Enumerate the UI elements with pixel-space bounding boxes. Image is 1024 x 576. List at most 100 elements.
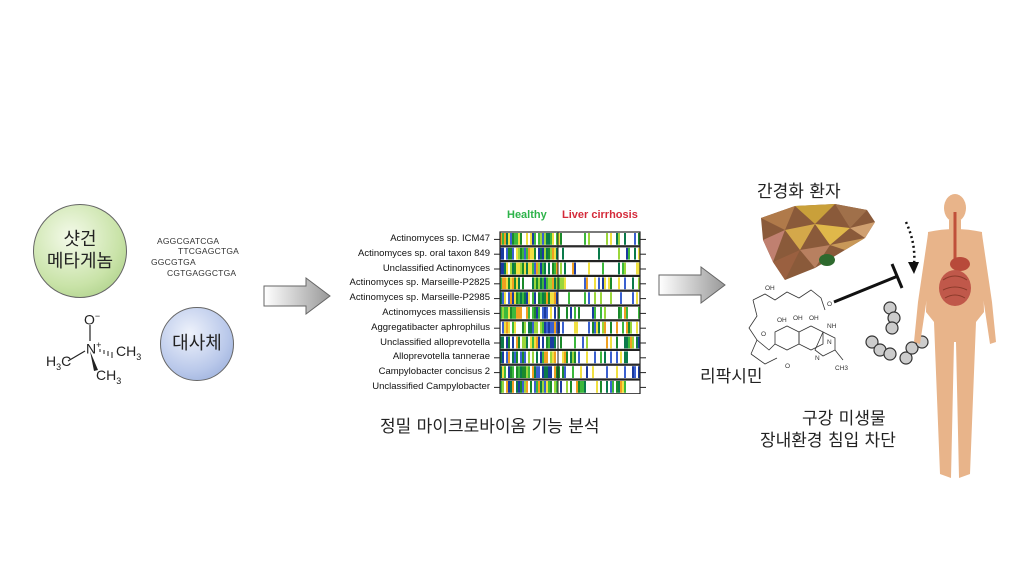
heatmap-cell xyxy=(638,262,640,275)
heatmap-cell xyxy=(546,366,548,378)
heatmap-cell xyxy=(524,366,526,378)
heatmap-cell xyxy=(622,381,624,393)
heatmap-cell xyxy=(520,292,522,304)
heatmap-cell xyxy=(586,336,588,349)
heatmap-row xyxy=(494,246,646,262)
heatmap-cell xyxy=(636,262,638,275)
heatmap-cell xyxy=(546,247,548,260)
heatmap-row-border xyxy=(499,349,641,365)
heatmap-cell xyxy=(544,292,546,304)
heatmap-cell xyxy=(506,233,508,245)
heatmap-cell xyxy=(508,351,510,364)
heatmap-cell xyxy=(510,262,512,275)
heatmap-cell xyxy=(516,336,518,349)
heatmap-cell xyxy=(544,307,546,319)
heatmap-cell xyxy=(528,247,530,260)
heatmap-cell xyxy=(554,262,556,275)
dna-sequence: GGCGTGA xyxy=(151,257,196,267)
heatmap-cell xyxy=(618,277,620,290)
heatmap-cell xyxy=(544,247,546,260)
heatmap-cell xyxy=(520,247,522,260)
heatmap-cell xyxy=(538,366,540,378)
heatmap-cell xyxy=(500,307,502,319)
heatmap-cell xyxy=(508,381,510,393)
heatmap-cell xyxy=(548,321,550,334)
heatmap-cell xyxy=(500,262,502,275)
heatmap-cell xyxy=(502,321,504,334)
heatmap-cell xyxy=(604,321,606,334)
heatmap-cell xyxy=(636,292,638,304)
heatmap-row-border xyxy=(499,246,641,262)
heatmap-cell xyxy=(512,292,514,304)
heatmap-cell xyxy=(536,307,538,319)
positive-charge: + xyxy=(96,340,102,350)
heatmap-row-border xyxy=(499,305,641,321)
heatmap-cell xyxy=(600,307,602,319)
heatmap-cell xyxy=(502,247,504,260)
heatmap-cell xyxy=(518,336,520,349)
shotgun-label-line2: 메타게놈 xyxy=(46,251,114,272)
heatmap-row-label: Unclassified Actinomyces xyxy=(382,262,490,274)
heatmap-cell xyxy=(522,381,524,393)
negative-charge: − xyxy=(94,311,101,321)
heatmap-cell xyxy=(540,351,542,364)
heatmap-cell xyxy=(546,351,548,364)
heatmap-cell xyxy=(500,233,502,245)
atom-label: N xyxy=(827,339,832,346)
ch3-group: CH xyxy=(96,367,117,383)
heatmap-cell xyxy=(532,233,534,245)
heatmap-cell xyxy=(532,321,534,334)
shotgun-label-line1: 샷건 xyxy=(63,229,97,250)
heatmap-cell xyxy=(556,292,558,304)
heatmap-cell xyxy=(512,247,514,260)
heatmap-cell xyxy=(506,277,508,290)
heatmap-cell xyxy=(500,277,502,290)
heatmap-cell xyxy=(554,247,556,260)
heatmap-cell xyxy=(500,381,502,393)
atom-label: OH xyxy=(809,315,819,322)
heatmap-cell xyxy=(572,262,574,275)
heatmap-cell xyxy=(534,262,536,275)
heatmap-cell xyxy=(576,381,578,393)
heatmap-cell xyxy=(624,381,626,393)
heatmap-cell xyxy=(508,307,510,319)
heatmap-cell xyxy=(522,366,524,378)
heatmap-cell xyxy=(556,366,558,378)
heatmap-cell xyxy=(514,233,516,245)
heatmap-cell xyxy=(562,351,564,364)
heatmap-cell xyxy=(606,366,608,378)
heatmap-cell xyxy=(574,321,576,334)
heatmap-cell xyxy=(534,292,536,304)
heatmap-cell xyxy=(560,277,562,290)
heatmap-cell xyxy=(542,292,544,304)
heatmap-cell xyxy=(522,247,524,260)
subscript: 3 xyxy=(136,351,142,362)
heatmap-cell xyxy=(552,351,554,364)
heatmap-cell xyxy=(600,351,602,364)
heatmap-cell xyxy=(556,277,558,290)
heatmap-cell xyxy=(540,292,542,304)
heatmap-cell xyxy=(610,321,612,334)
heatmap-cell xyxy=(554,307,556,319)
heatmap-cell xyxy=(604,351,606,364)
heatmap-cell xyxy=(638,247,640,260)
heatmap-cell xyxy=(552,233,554,245)
heatmap-cell xyxy=(530,247,532,260)
heatmap-cell xyxy=(520,262,522,275)
heatmap-cell xyxy=(548,233,550,245)
heatmap-cell xyxy=(600,381,602,393)
heatmap-cell xyxy=(542,247,544,260)
heatmap-cell xyxy=(622,321,624,334)
heatmap-cell xyxy=(538,336,540,349)
heatmap-cell xyxy=(608,277,610,290)
heatmap-cell xyxy=(634,247,636,260)
heatmap-cell xyxy=(550,336,552,349)
heatmap-cell xyxy=(558,233,560,245)
heatmap-row xyxy=(494,364,646,380)
heatmap-cell xyxy=(626,247,628,260)
heatmap-caption: 정밀 마이크로바이옴 기능 분석 xyxy=(380,417,600,437)
heatmap-cell xyxy=(564,366,566,378)
heatmap-cell xyxy=(570,381,572,393)
heatmap-cell xyxy=(550,233,552,245)
heatmap-cell xyxy=(616,366,618,378)
